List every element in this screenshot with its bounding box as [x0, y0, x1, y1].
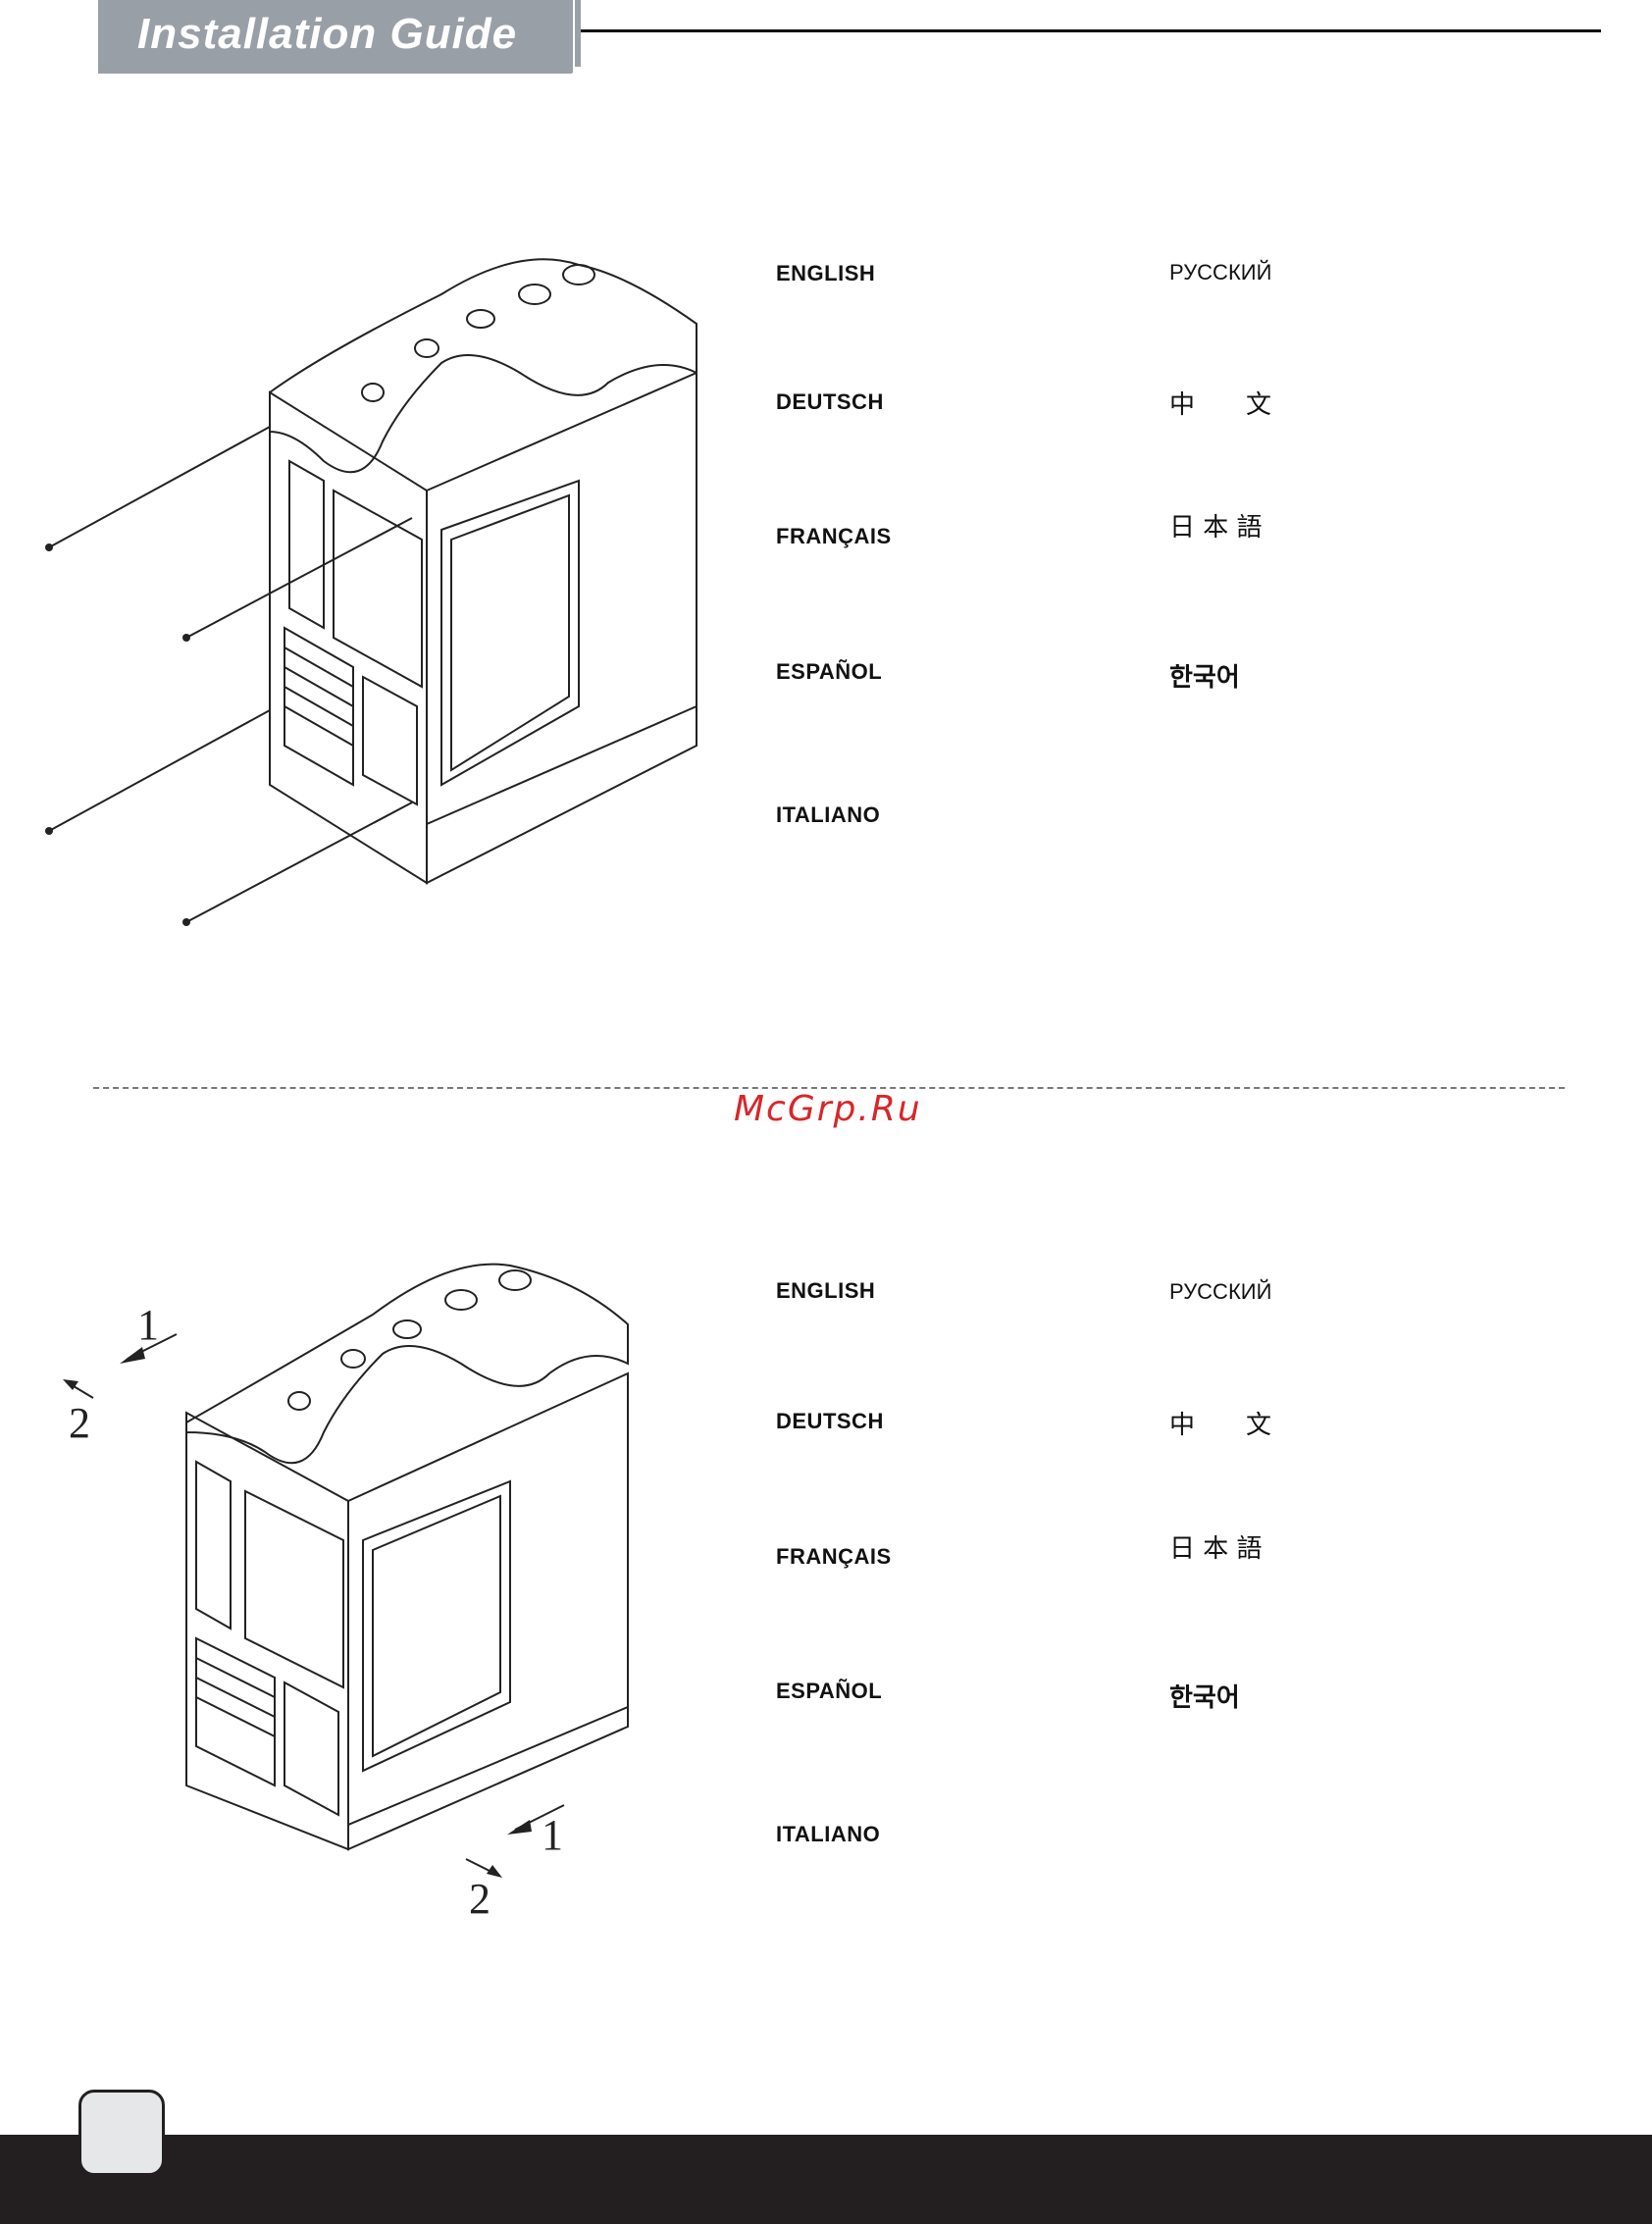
page-title: Installation Guide — [137, 10, 517, 59]
language-italiano: ITALIANO — [776, 802, 880, 828]
language-espanol: ESPAÑOL — [776, 1679, 882, 1704]
step-label: 2 — [469, 1875, 490, 1923]
language-russian: РУССКИЙ — [1169, 260, 1271, 285]
page-number-box — [78, 2090, 165, 2176]
language-english: ENGLISH — [776, 1278, 875, 1304]
language-korean: 한국어 — [1169, 1678, 1240, 1714]
language-english: ENGLISH — [776, 261, 875, 286]
language-chinese: 中 文 — [1169, 385, 1271, 421]
case-illustration-bottom: 1 2 1 2 — [49, 1236, 657, 1942]
language-deutsch: DEUTSCH — [776, 389, 884, 415]
language-francais: FRANÇAIS — [776, 524, 892, 549]
language-francais: FRANÇAIS — [776, 1544, 892, 1570]
language-russian: РУССКИЙ — [1169, 1279, 1271, 1305]
language-espanol: ESPAÑOL — [776, 659, 882, 685]
case-illustration-top — [29, 235, 716, 942]
step-label: 1 — [137, 1301, 159, 1349]
footer-bar — [0, 2135, 1652, 2224]
language-korean: 한국어 — [1169, 657, 1240, 694]
language-japanese: 日 本 語 — [1169, 1528, 1263, 1565]
language-deutsch: DEUTSCH — [776, 1409, 884, 1434]
language-italiano: ITALIANO — [776, 1822, 880, 1847]
step-label: 1 — [542, 1811, 563, 1859]
header-rule — [581, 29, 1601, 32]
watermark: McGrp.Ru — [734, 1089, 922, 1129]
language-japanese: 日 本 語 — [1169, 507, 1263, 543]
step-label: 2 — [69, 1399, 90, 1447]
language-chinese: 中 文 — [1169, 1405, 1271, 1441]
